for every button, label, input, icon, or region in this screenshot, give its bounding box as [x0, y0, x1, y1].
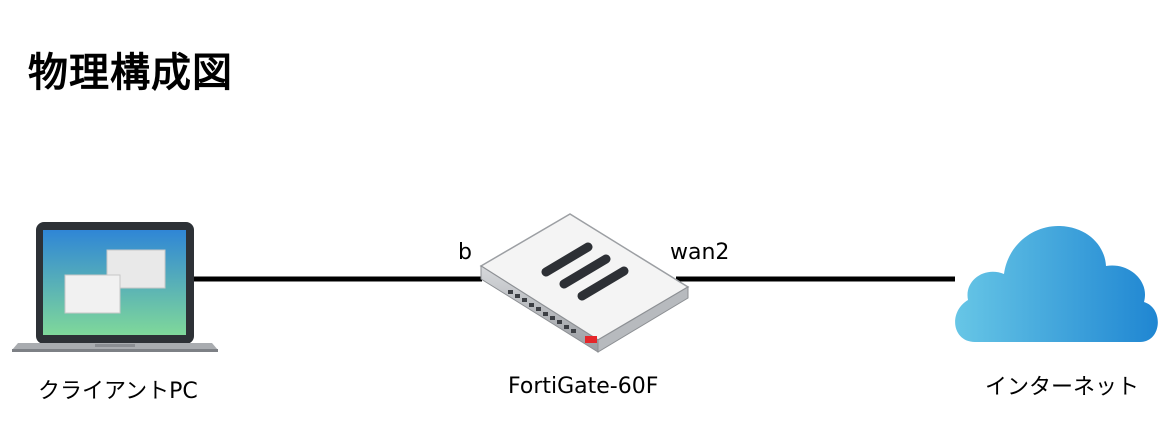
internet-label: インターネット: [985, 375, 1140, 400]
client-pc-label: クライアントPC: [38, 379, 198, 404]
firewall-appliance-icon: [479, 213, 690, 353]
cloud-icon: [955, 225, 1158, 342]
page-title: 物理構成図: [28, 50, 233, 96]
port-b-label: b: [458, 240, 472, 265]
port-wan2-label: wan2: [670, 240, 730, 265]
laptop-icon: [12, 222, 218, 352]
firewall-label: FortiGate-60F: [508, 374, 659, 399]
